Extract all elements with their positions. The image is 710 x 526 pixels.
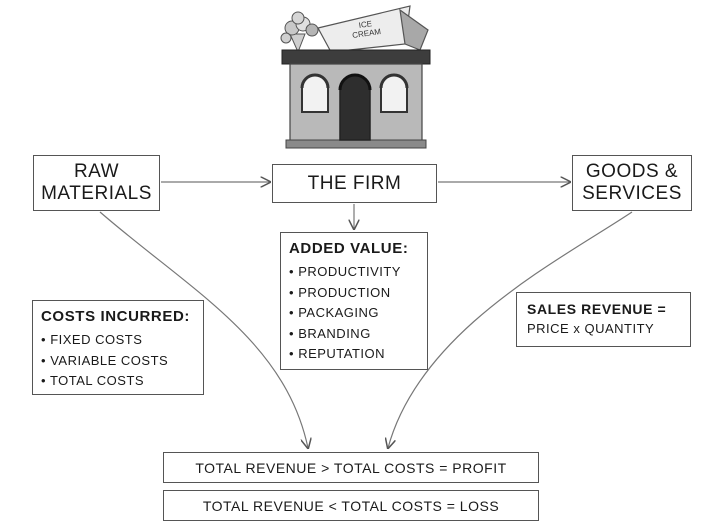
bullet-icon: •	[41, 352, 47, 368]
raw-materials-line2: MATERIALS	[41, 183, 152, 204]
sales-revenue-box: SALES REVENUE = PRICE x QUANTITY	[516, 292, 691, 347]
raw-materials-line1: RAW	[73, 161, 120, 182]
list-item: • VARIABLE COSTS	[41, 351, 195, 372]
bullet-icon: •	[289, 264, 295, 279]
costs-incurred-box: COSTS INCURRED: • FIXED COSTS • VARIABLE…	[32, 300, 204, 395]
list-item: • PRODUCTION	[289, 283, 419, 304]
sales-revenue-formula: PRICE x QUANTITY	[527, 321, 655, 336]
added-value-box: ADDED VALUE: • PRODUCTIVITY • PRODUCTION…	[280, 232, 428, 370]
added-value-title: ADDED VALUE:	[289, 240, 409, 257]
bullet-icon: •	[41, 373, 47, 388]
arrow-costs-to-outcome	[99, 211, 308, 448]
goods-services-line1: GOODS &	[585, 161, 679, 182]
the-firm-box: THE FIRM	[272, 164, 437, 203]
sales-revenue-title: SALES REVENUE =	[527, 301, 667, 317]
bullet-icon: •	[41, 332, 47, 347]
cost-item: FIXED COSTS	[50, 332, 143, 347]
bullet-icon: •	[289, 305, 295, 320]
ice-cream-shop-icon	[280, 5, 431, 149]
added-value-item: REPUTATION	[298, 346, 386, 361]
cost-item: VARIABLE COSTS	[50, 352, 169, 368]
arrow-revenue-to-outcome	[388, 211, 633, 448]
list-item: • PRODUCTIVITY	[289, 262, 419, 283]
bullet-icon: •	[289, 346, 295, 361]
costs-incurred-title: COSTS INCURRED:	[41, 308, 191, 325]
list-item: • FIXED COSTS	[41, 330, 195, 351]
profit-condition-text: TOTAL REVENUE > TOTAL COSTS = PROFIT	[195, 459, 507, 476]
cost-item: TOTAL COSTS	[49, 373, 145, 388]
bullet-icon: •	[289, 325, 295, 341]
the-firm-label: THE FIRM	[307, 172, 402, 194]
raw-materials-box: RAW MATERIALS	[33, 155, 160, 211]
bullet-icon: •	[289, 284, 295, 300]
list-item: • BRANDING	[289, 324, 419, 345]
goods-services-line2: SERVICES	[582, 183, 682, 204]
list-item: • REPUTATION	[289, 344, 419, 365]
added-value-item: BRANDING	[298, 325, 371, 341]
added-value-item: PRODUCTIVITY	[298, 264, 401, 279]
added-value-item: PRODUCTION	[298, 284, 391, 300]
profit-condition-box: TOTAL REVENUE > TOTAL COSTS = PROFIT	[163, 452, 539, 483]
added-value-item: PACKAGING	[298, 305, 380, 320]
loss-condition-text: TOTAL REVENUE < TOTAL COSTS = LOSS	[202, 497, 500, 514]
loss-condition-box: TOTAL REVENUE < TOTAL COSTS = LOSS	[163, 490, 539, 521]
goods-services-box: GOODS & SERVICES	[572, 155, 692, 211]
list-item: • PACKAGING	[289, 303, 419, 324]
list-item: • TOTAL COSTS	[41, 371, 195, 392]
